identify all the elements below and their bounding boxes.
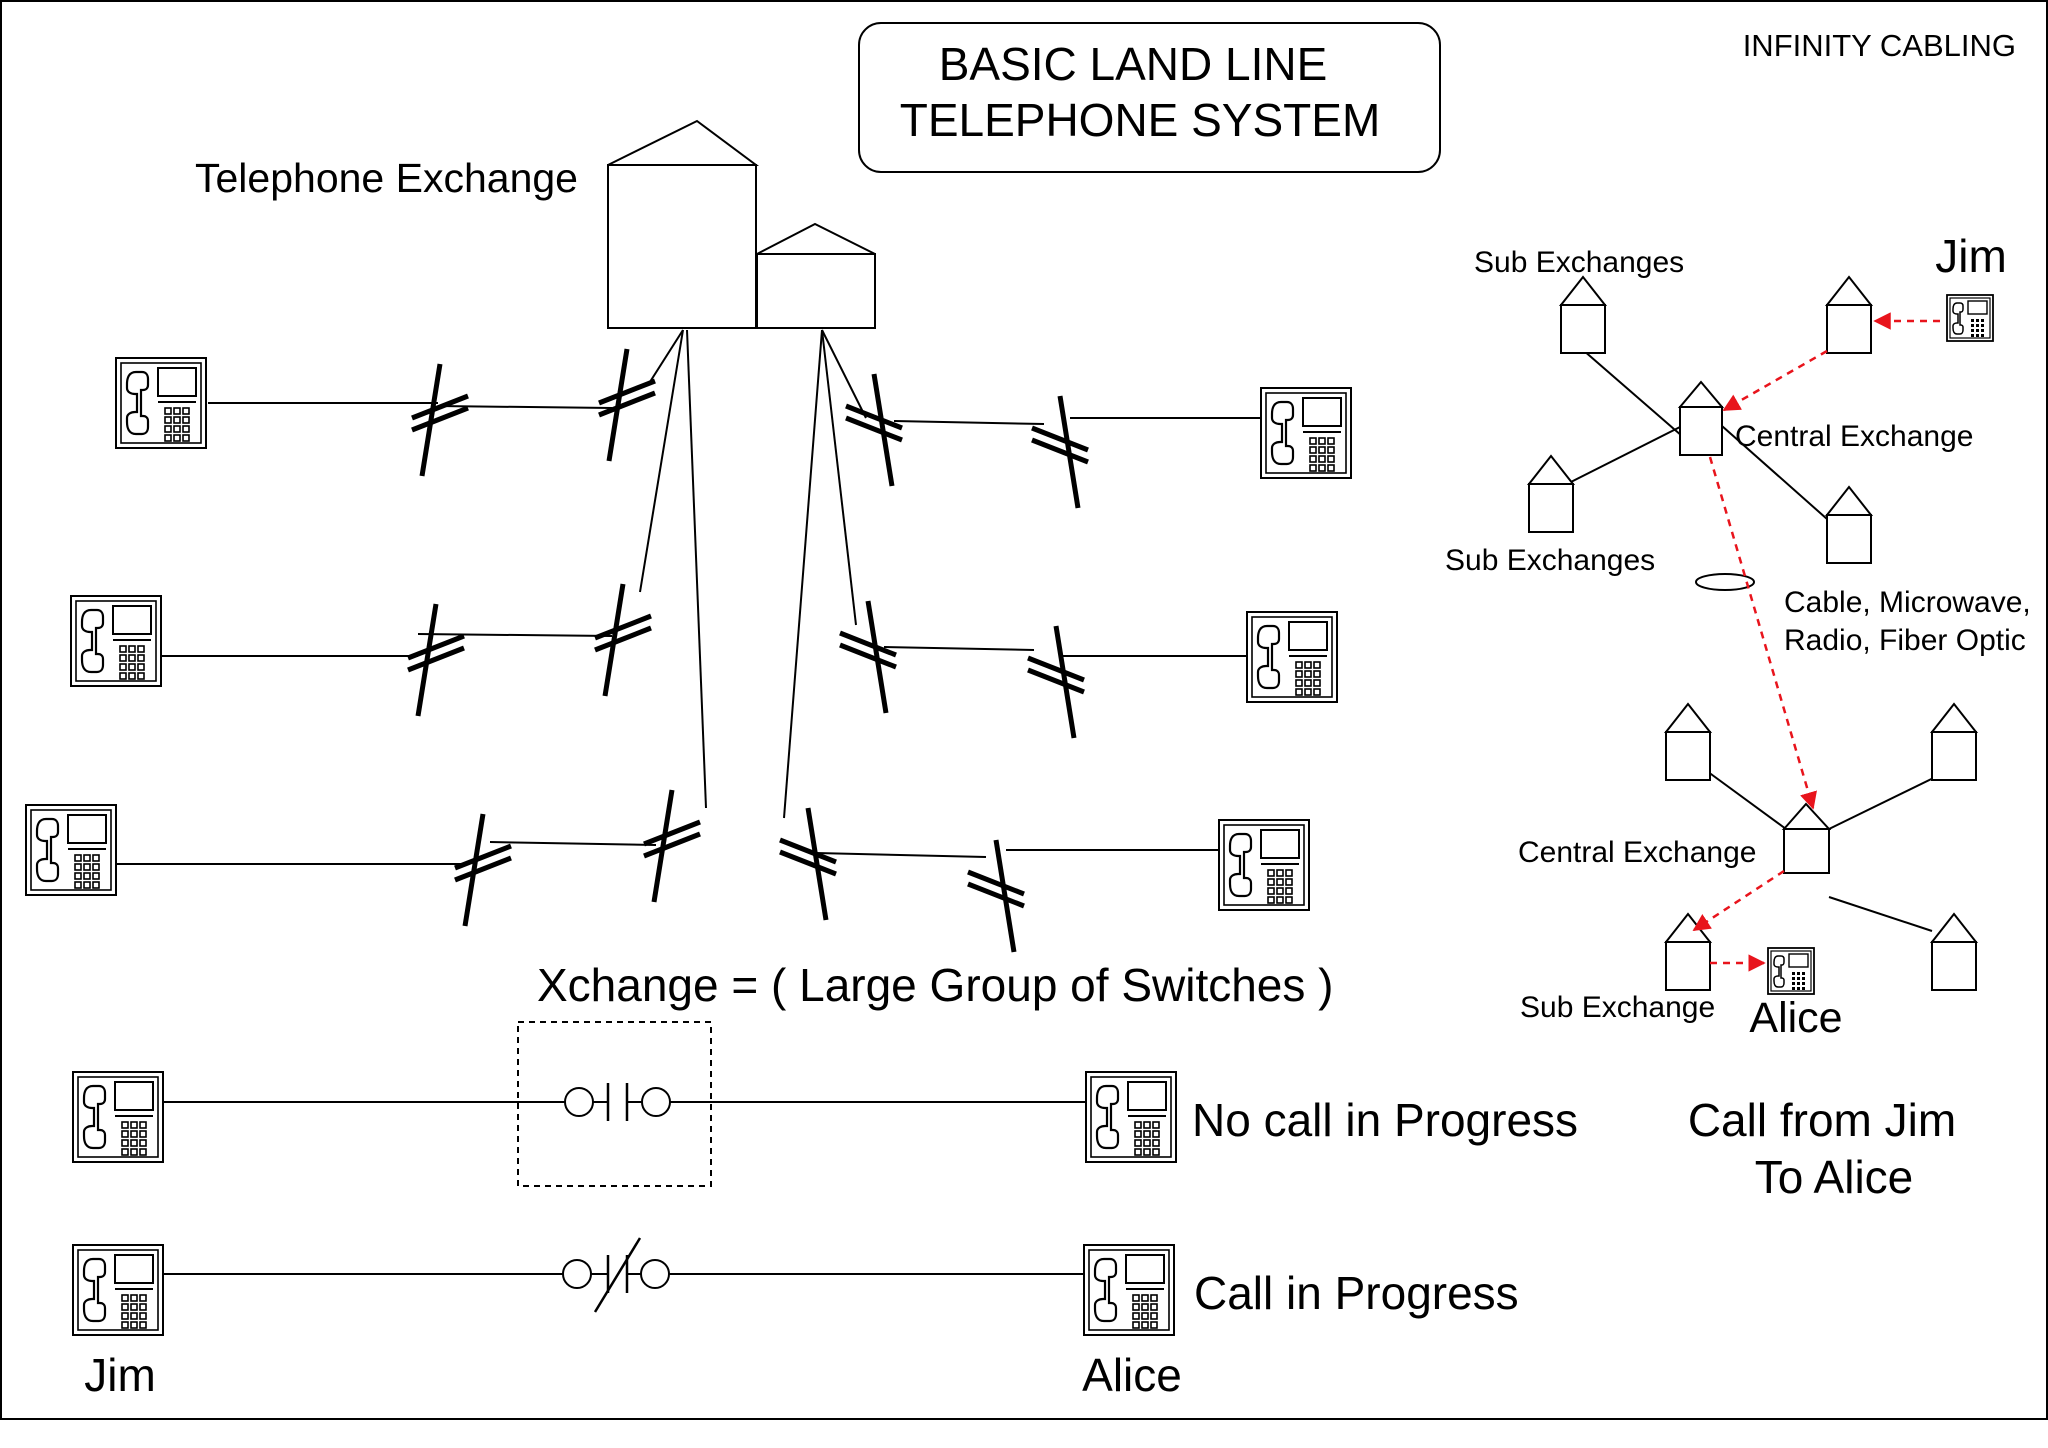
link-media-line-1: Cable, Microwave,: [1784, 586, 2031, 619]
no-call-diagram: No call in Progress: [71, 1021, 1578, 1187]
utility-pole-icon: [412, 364, 468, 476]
telephone-icon: [1084, 1070, 1178, 1164]
telephone-icon: [1767, 947, 1815, 995]
arrowhead-icon: [1722, 349, 1828, 412]
caller-label: Jim: [84, 1349, 156, 1401]
call-label: Call in Progress: [1194, 1267, 1519, 1319]
network-diagram: Sub Exchanges Sub Exchanges Central Exch…: [1445, 230, 2031, 1203]
callee-label: Alice: [1082, 1349, 1182, 1401]
telephone-icon: [71, 1070, 165, 1164]
switch-enclosure: [517, 1021, 712, 1187]
utility-pole-icon: [644, 790, 700, 902]
link-media-line-2: Radio, Fiber Optic: [1784, 624, 2026, 657]
utility-pole-icon: [840, 601, 896, 713]
network-caption-line-2: To Alice: [1755, 1151, 1914, 1203]
utility-pole-icon: [455, 814, 511, 926]
link-media-marker: [1695, 573, 1755, 591]
utility-pole-icon: [1028, 626, 1084, 738]
network-callee-label: Alice: [1749, 994, 1842, 1042]
sub-exchanges-left-label: Sub Exchanges: [1445, 544, 1655, 577]
telephone-icon: [1245, 610, 1339, 704]
left-line-2: [69, 584, 651, 716]
title-line-1: BASIC LAND LINE: [939, 38, 1328, 90]
sub-exchange-house-icon: [1560, 276, 1606, 354]
utility-pole-icon: [846, 374, 902, 486]
telephone-icon: [71, 1243, 165, 1337]
sub-exchange-bottom-label: Sub Exchange: [1520, 991, 1715, 1024]
title-line-2: TELEPHONE SYSTEM: [900, 94, 1381, 146]
right-line-2: [840, 601, 1339, 738]
sub-exchange-house-icon: [1931, 913, 1977, 991]
no-call-label: No call in Progress: [1192, 1094, 1578, 1146]
central-exchange-top-label: Central Exchange: [1735, 420, 1973, 453]
switch-open-icon: [564, 1083, 671, 1121]
right-line-3: [780, 808, 1311, 952]
switch-closed-icon: [562, 1237, 670, 1313]
telephone-icon: [1259, 386, 1353, 480]
sub-exchange-house-icon: [1826, 276, 1872, 354]
arrowhead-icon: [1708, 456, 1817, 810]
sub-exchange-house-icon: [1665, 913, 1711, 991]
sub-exchanges-top-label: Sub Exchanges: [1474, 246, 1684, 279]
central-exchange-bottom: [1781, 802, 1832, 874]
left-line-3: [24, 790, 700, 926]
utility-pole-icon: [595, 584, 651, 696]
network-caption-line-1: Call from Jim: [1688, 1094, 1956, 1146]
sub-exchange-house-icon: [1931, 703, 1977, 781]
left-line-1: [114, 349, 655, 476]
sub-exchange-house-icon: [1665, 703, 1711, 781]
telephone-icon: [1082, 1243, 1176, 1337]
exchange-building-icon: [607, 119, 876, 329]
sub-exchange-house-icon: [1826, 486, 1872, 564]
title-box: BASIC LAND LINE TELEPHONE SYSTEM: [858, 22, 1441, 173]
exchange-feed-lines: [639, 329, 867, 819]
right-line-1: [846, 374, 1353, 508]
xchange-definition: Xchange = ( Large Group of Switches ): [537, 959, 1334, 1011]
sub-exchange-house-icon: [1528, 455, 1574, 533]
brand-label: INFINITY CABLING: [1743, 28, 2016, 63]
call-diagram: Call in Progress: [71, 1237, 1519, 1337]
call-path: [1692, 312, 1940, 972]
utility-pole-icon: [1032, 396, 1088, 508]
telephone-icon: [24, 803, 118, 897]
telephone-icon: [69, 594, 163, 688]
telephone-icon: [114, 356, 208, 450]
telephone-icon: [1217, 818, 1311, 912]
network-caller-label: Jim: [1935, 230, 2007, 282]
arrowhead-icon: [1692, 869, 1785, 932]
telephone-icon: [1946, 294, 1994, 342]
central-exchange-bottom-label: Central Exchange: [1518, 836, 1756, 869]
utility-pole-icon: [599, 349, 655, 461]
utility-pole-icon: [780, 808, 836, 920]
utility-pole-icon: [408, 604, 464, 716]
exchange-label: Telephone Exchange: [195, 155, 578, 201]
central-exchange-top: [1677, 380, 1725, 456]
